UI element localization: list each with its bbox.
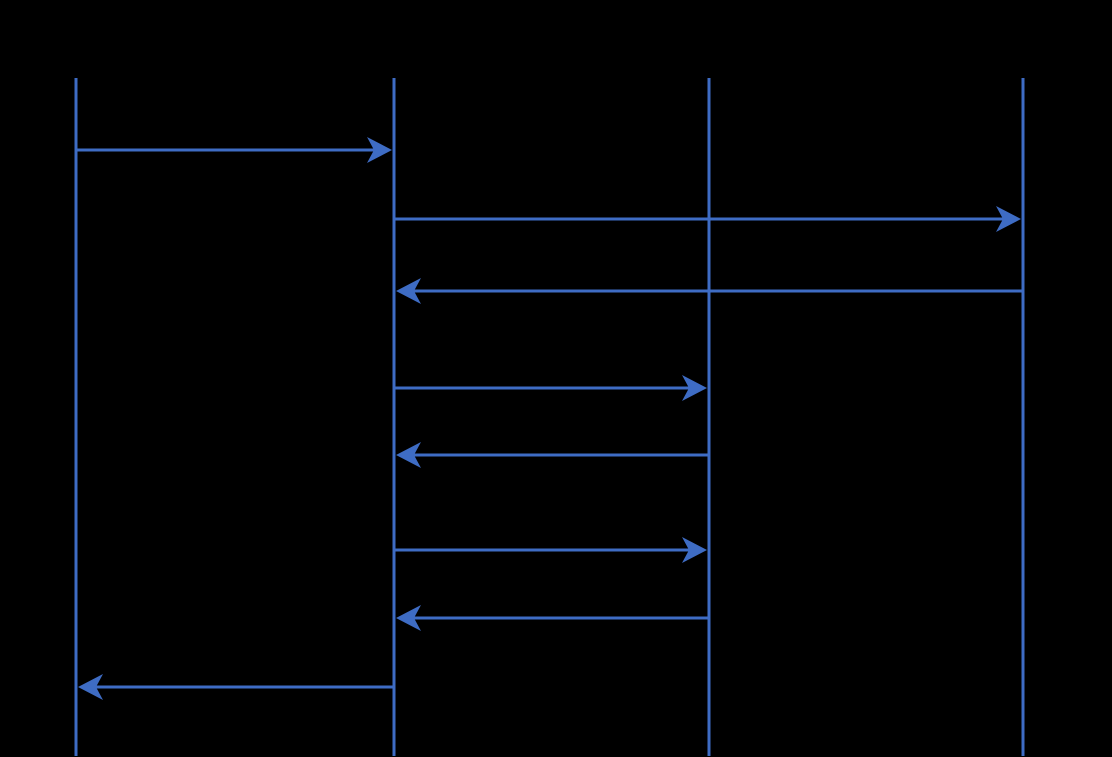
arrowhead-icon [78,674,103,700]
arrowhead-icon [996,206,1021,232]
arrowhead-icon [396,278,421,304]
message-arrow [394,206,1021,232]
message-arrow [394,375,707,401]
message-arrow [78,674,394,700]
message-arrow [394,537,707,563]
message-arrow [396,605,709,631]
arrowhead-icon [396,605,421,631]
message-arrow [76,137,392,163]
arrowhead-icon [682,537,707,563]
arrowhead-icon [396,442,421,468]
arrowhead-icon [367,137,392,163]
message-arrow [396,442,709,468]
message-arrow [396,278,1023,304]
arrowhead-icon [682,375,707,401]
